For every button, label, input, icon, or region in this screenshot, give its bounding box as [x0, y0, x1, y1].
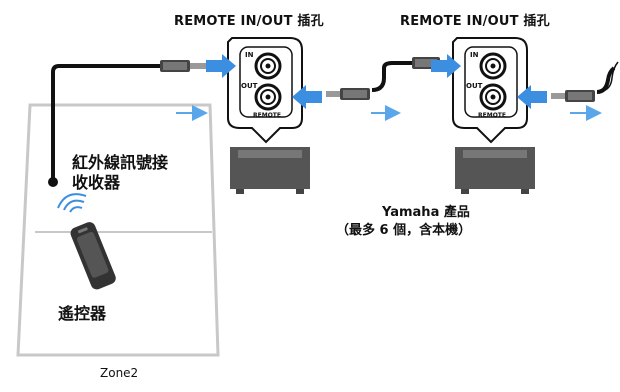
ir-receiver-label-line2: 收收器: [72, 173, 121, 192]
products-caption-line1: Yamaha 產品: [382, 205, 470, 220]
remote-control-label: 遙控器: [58, 304, 107, 323]
arrow-into-out-2: [517, 85, 547, 109]
cable-1-plug-left: [326, 88, 370, 100]
zone2-room: [16, 103, 220, 357]
ir-plug-1: [160, 60, 206, 72]
in-label-1: IN: [245, 51, 254, 59]
jack-title-1: REMOTE IN/OUT 插孔: [174, 14, 324, 29]
arrow-into-in-1: [206, 54, 236, 78]
out-label-1: OUT: [241, 82, 258, 90]
remote-label-2: REMOTE: [478, 112, 506, 119]
arrow-into-in-2: [431, 54, 461, 78]
remote-control-icon: [70, 222, 116, 290]
ir-receiver-icon: [48, 177, 58, 187]
ir-receiver-label-line1: 紅外線訊號接: [72, 153, 169, 172]
zone2-label: Zone2: [100, 366, 139, 380]
jack-title-2: REMOTE IN/OUT 插孔: [400, 14, 550, 29]
device-2: [452, 37, 535, 194]
out-label-2: OUT: [466, 82, 483, 90]
cable-2-plug: [551, 90, 595, 102]
arrow-into-out-1: [292, 85, 322, 109]
products-caption-line2: （最多 6 個，含本機）: [336, 223, 472, 238]
device-1: [227, 37, 310, 194]
ir-receiver-cable: [51, 64, 160, 180]
remote-cable-1: [371, 61, 413, 92]
in-label-2: IN: [470, 51, 479, 59]
remote-label-1: REMOTE: [253, 112, 281, 119]
ir-wave-icon: [57, 193, 87, 213]
